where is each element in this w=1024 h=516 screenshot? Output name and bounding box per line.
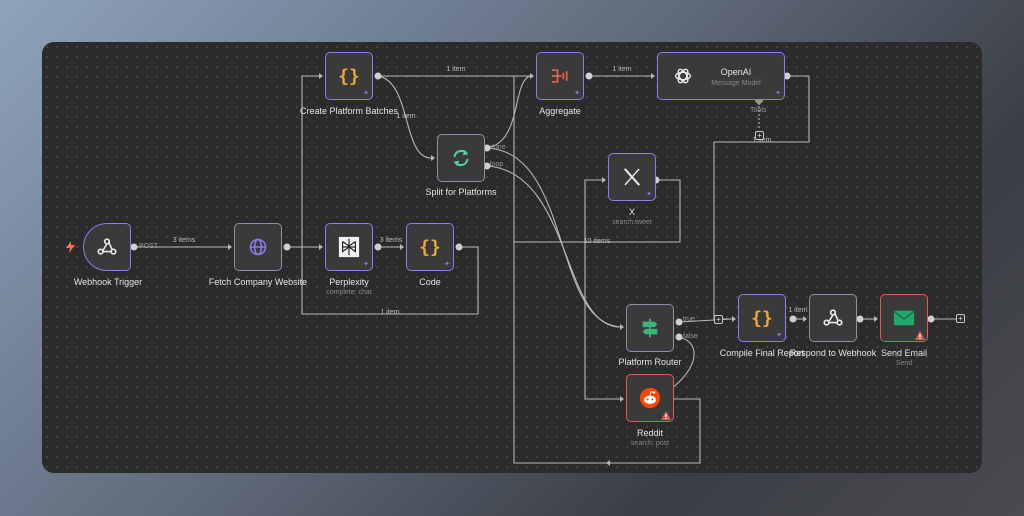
pin-icon: ✦ <box>775 90 781 97</box>
envelope-icon <box>893 310 915 326</box>
edge-fetch-create <box>287 75 319 248</box>
pin-icon: ✦ <box>646 191 652 198</box>
node-send-email-subtitle: Send <box>895 360 913 367</box>
refresh-icon <box>453 149 469 167</box>
braces-icon: {} <box>751 307 773 329</box>
node-split-for-platforms-title: Split for Platforms <box>425 187 497 197</box>
node-x[interactable]: ✦ <box>608 153 656 201</box>
webhook-port-label: POST <box>139 243 159 250</box>
pin-icon: ✦ <box>363 90 369 97</box>
node-platform-router-title: Platform Router <box>618 357 682 367</box>
node-fetch-company-website-title: Fetch Company Website <box>208 277 308 287</box>
edge-split-aggregate <box>486 75 531 149</box>
edge-into-reddit <box>584 327 620 400</box>
webhook-icon <box>823 309 843 326</box>
add-node-plus-icon[interactable]: + <box>714 315 723 324</box>
warning-icon <box>661 411 671 420</box>
add-next-node-plus-icon[interactable]: + <box>956 314 965 323</box>
pin-icon: ✦ <box>776 332 782 339</box>
node-reddit[interactable] <box>626 374 674 422</box>
split-port-done-label: done <box>490 144 506 151</box>
node-perplexity-subtitle: complete: chat <box>326 289 372 296</box>
edge-label-trigger-fetch: 3 items <box>172 237 196 244</box>
node-perplexity-title: Perplexity <box>329 277 369 287</box>
signpost-icon <box>642 318 658 338</box>
node-webhook-trigger-title: Webhook Trigger <box>73 277 143 287</box>
node-perplexity[interactable]: ✦ <box>325 223 373 271</box>
edge-into-x <box>584 179 602 327</box>
perplexity-icon <box>338 236 360 258</box>
bolt-icon <box>66 241 75 253</box>
edge-label-code-back: 1 item <box>380 309 400 316</box>
edge-label-create-aggregate: 1 item <box>446 66 466 73</box>
webhook-icon <box>97 238 117 255</box>
node-code[interactable]: {} ✦ <box>406 223 454 271</box>
node-openai[interactable]: OpenAI Message Model ✦ <box>657 52 785 100</box>
add-tool-plus-icon[interactable]: + <box>755 131 764 140</box>
workflow-canvas[interactable]: POST 3 items 1 item 1 item 1 item 3 item… <box>42 42 982 473</box>
braces-icon: {} <box>338 65 360 87</box>
node-webhook-trigger[interactable] <box>83 223 131 271</box>
warning-icon <box>915 331 925 340</box>
braces-icon: {} <box>419 236 441 258</box>
edge-reddit-loop <box>513 242 701 464</box>
pin-icon: ✦ <box>444 261 450 268</box>
node-send-email[interactable] <box>880 294 928 342</box>
node-x-title: X <box>628 207 636 217</box>
split-port-loop-label: loop <box>490 161 504 168</box>
node-x-subtitle: search:tweet <box>612 219 652 226</box>
node-create-platform-batches[interactable]: {} ✦ <box>325 52 373 100</box>
node-reddit-subtitle: search: post <box>630 440 670 447</box>
node-compile-final-report[interactable]: {} ✦ <box>738 294 786 342</box>
node-openai-subtitle: Message Model <box>711 80 761 87</box>
connections-layer <box>130 72 956 466</box>
node-reddit-title: Reddit <box>636 428 664 438</box>
node-code-title: Code <box>419 277 441 287</box>
router-port-true-label: true <box>683 316 696 323</box>
edge-x-loop <box>513 75 681 243</box>
node-send-email-title: Send Email <box>880 348 928 358</box>
reddit-icon <box>639 387 661 409</box>
openai-tools-label: Tools <box>750 107 767 114</box>
node-respond-to-webhook-title: Respond to Webhook <box>789 348 877 358</box>
edge-label-compile-respond: 1 item <box>788 307 808 314</box>
node-split-for-platforms[interactable] <box>437 134 485 182</box>
node-platform-router[interactable] <box>626 304 674 352</box>
pin-icon: ✦ <box>574 90 580 97</box>
edge-label-perplexity-code: 3 items <box>379 237 403 244</box>
node-compile-final-report-title: Compile Final Report <box>719 348 805 358</box>
edge-label-x-loop: 10 items <box>583 238 611 245</box>
node-respond-to-webhook[interactable] <box>809 294 857 342</box>
node-openai-title: OpenAI <box>720 67 752 77</box>
edge-label-openai-compile: 1 item <box>752 137 772 144</box>
node-fetch-company-website[interactable] <box>234 223 282 271</box>
edge-create-split <box>377 75 432 159</box>
edge-split-router-2 <box>486 165 621 328</box>
router-port-false-label: false <box>683 333 698 340</box>
aggregate-icon <box>551 69 568 83</box>
edge-code-back <box>301 246 479 315</box>
pin-icon: ✦ <box>363 261 369 268</box>
node-aggregate-title: Aggregate <box>539 106 581 116</box>
node-aggregate[interactable]: ✦ <box>536 52 584 100</box>
openai-icon <box>674 68 692 84</box>
x-logo-icon <box>624 168 640 186</box>
edge-label-create-split: 1 item <box>396 113 416 120</box>
node-create-platform-batches-title: Create Platform Batches <box>299 106 399 116</box>
globe-icon <box>249 238 267 256</box>
edge-label-aggregate-openai: 1 item <box>612 66 632 73</box>
